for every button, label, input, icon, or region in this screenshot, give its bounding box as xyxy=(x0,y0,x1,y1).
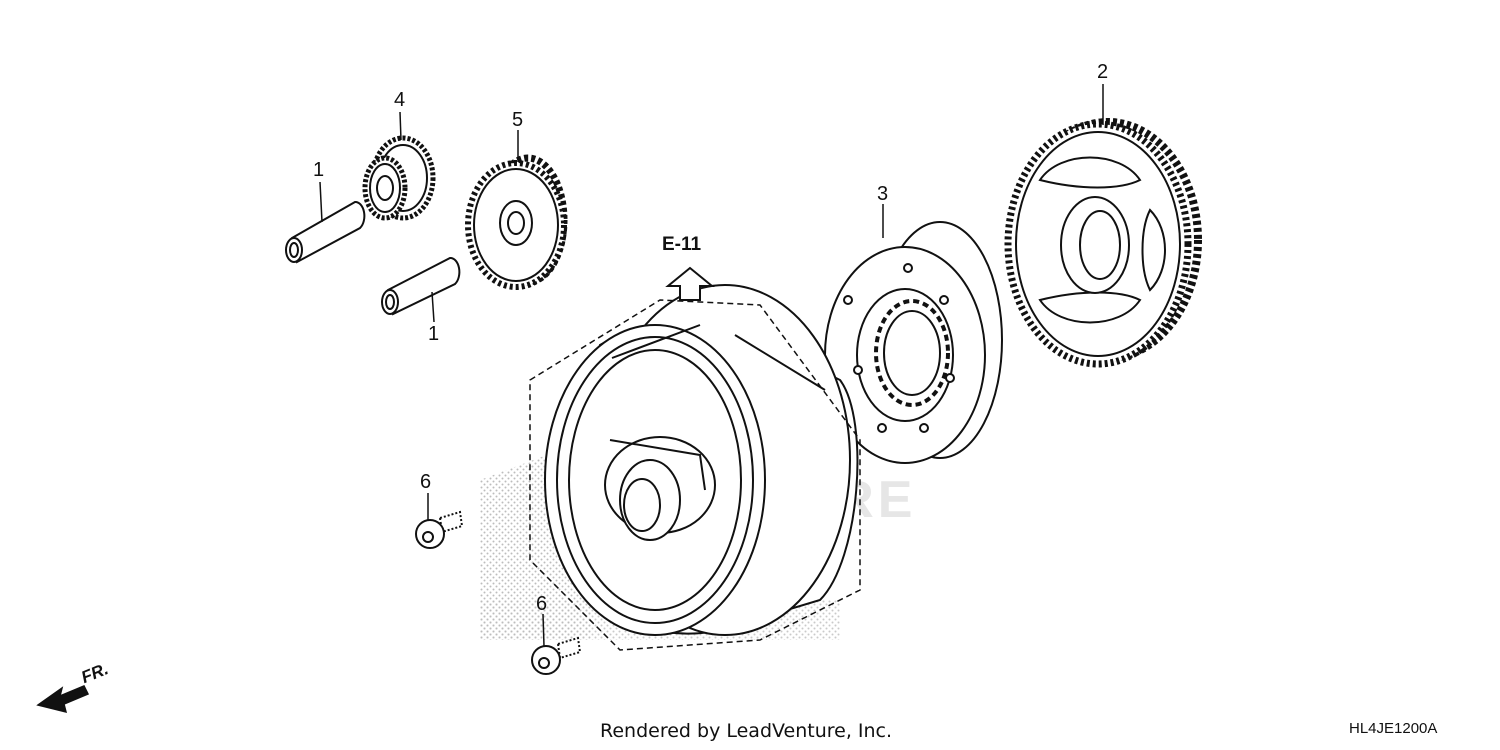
gear-part-5 xyxy=(465,154,568,290)
gear-part-2 xyxy=(1004,118,1202,368)
callout-6-upper: 6 xyxy=(420,471,432,493)
bolt-part-6-upper xyxy=(415,510,464,549)
assembly-outline xyxy=(529,299,861,651)
reference-label: E-11 xyxy=(662,234,702,255)
callout-2: 2 xyxy=(1097,61,1109,83)
gear-part-4 xyxy=(362,135,436,221)
pin-part-1-upper xyxy=(285,201,366,264)
clutch-part-3 xyxy=(824,221,1003,464)
callout-1-upper: 1 xyxy=(313,159,325,181)
leader-lines xyxy=(319,84,1104,647)
callout-5: 5 xyxy=(512,109,524,131)
bolt-part-6-lower xyxy=(531,636,582,675)
flywheel-rotor xyxy=(544,284,859,636)
callout-6-lower: 6 xyxy=(536,593,548,615)
diagram-code: HL4JE1200A xyxy=(1349,720,1438,737)
front-direction-arrow-icon xyxy=(36,685,90,714)
callout-4: 4 xyxy=(394,89,406,111)
pin-part-1-lower xyxy=(381,257,461,316)
credit-text: Rendered by LeadVenture, Inc. xyxy=(600,720,893,742)
up-arrow-outline-icon xyxy=(665,266,715,301)
callout-1-lower: 1 xyxy=(428,323,440,345)
callout-3: 3 xyxy=(877,183,889,205)
